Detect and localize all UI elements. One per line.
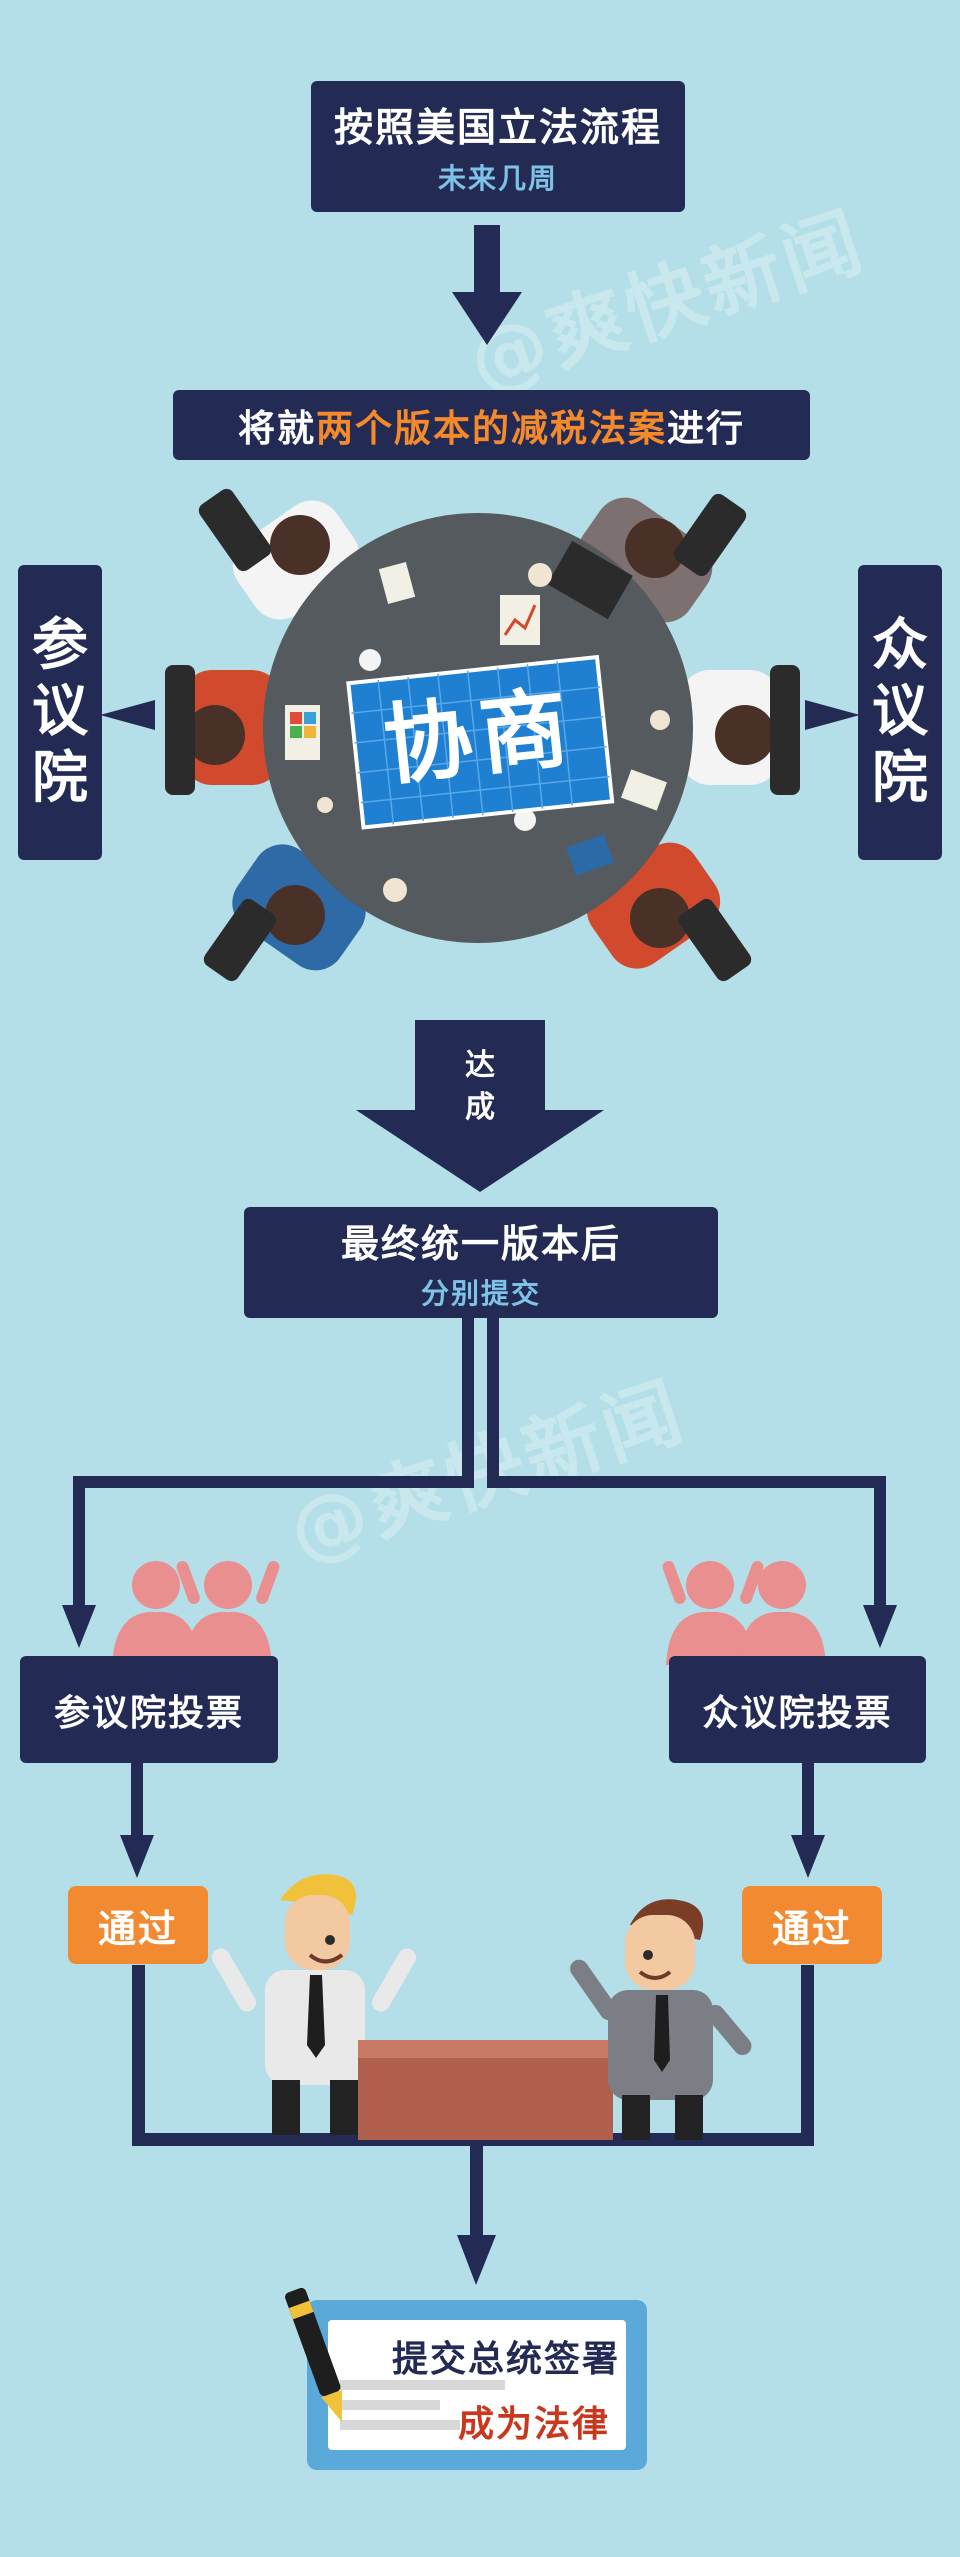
senate-vote-label: 参议院投票 bbox=[53, 1692, 244, 1734]
banner-highlight: 两个版本的减税法案 bbox=[316, 407, 667, 450]
arrow-down-pass-left bbox=[120, 1835, 154, 1878]
step-box-unified-version: 最终统一版本后 分别提交 bbox=[244, 1207, 718, 1318]
banner-suffix: 进行 bbox=[667, 407, 745, 450]
reach-label: 达 成 bbox=[440, 1045, 520, 1129]
arrow-down-1 bbox=[452, 292, 522, 345]
senate-vote-box: 参议院投票 bbox=[20, 1656, 278, 1763]
tablet-chart-icon bbox=[566, 834, 614, 876]
step-subtitle: 未来几周 bbox=[437, 161, 558, 195]
house-voters-icon bbox=[662, 1560, 826, 1665]
man-right bbox=[570, 1899, 752, 2140]
spoon-cup-icon bbox=[317, 797, 333, 813]
senate-voters-icon bbox=[112, 1560, 280, 1665]
cup-icon bbox=[359, 649, 381, 671]
coffee-cup-icon bbox=[528, 563, 552, 587]
step-title: 按照美国立法流程 bbox=[333, 105, 662, 151]
fountain-pen-icon bbox=[285, 2287, 342, 2422]
banner-prefix: 将就 bbox=[238, 407, 316, 450]
senate-char-3: 院 bbox=[32, 745, 88, 811]
senate-char-2: 议 bbox=[32, 679, 88, 745]
arrow-down-final bbox=[457, 2235, 496, 2285]
step-box-legislative-process: 按照美国立法流程 未来几周 bbox=[311, 81, 685, 212]
senate-char-1: 参 bbox=[32, 613, 88, 679]
cup-right-icon bbox=[650, 710, 670, 730]
laptop-icon bbox=[547, 540, 633, 620]
house-vote-box: 众议院投票 bbox=[669, 1656, 926, 1763]
reach-char-1: 达 bbox=[465, 1048, 495, 1083]
notepad-icon bbox=[621, 769, 667, 811]
pass-badge-house: 通过 bbox=[742, 1886, 882, 1964]
step-banner-negotiate: 将就两个版本的减税法案进行 bbox=[173, 390, 810, 460]
man-left bbox=[212, 1874, 417, 2135]
negotiator-left bbox=[165, 665, 282, 795]
house-pointer bbox=[805, 700, 860, 730]
house-side-label: 众 议 院 bbox=[858, 565, 942, 860]
final-line-2: 成为法律 bbox=[457, 2404, 610, 2445]
desk bbox=[358, 2040, 613, 2140]
arrow-down-reach bbox=[356, 1110, 604, 1192]
arrow-down-pass-right bbox=[791, 1835, 825, 1878]
step-subtitle: 分别提交 bbox=[420, 1277, 541, 1310]
senate-pointer bbox=[100, 700, 155, 730]
blueprint-plate bbox=[346, 654, 615, 830]
negotiator-right bbox=[680, 665, 800, 795]
house-char-3: 院 bbox=[872, 745, 928, 811]
document-icon bbox=[378, 561, 416, 605]
coffee-cup-bottom-icon bbox=[383, 878, 407, 902]
senate-side-label: 参 议 院 bbox=[18, 565, 102, 860]
arrow-down-senate bbox=[62, 1605, 96, 1648]
house-vote-label: 众议院投票 bbox=[702, 1692, 893, 1734]
house-char-1: 众 bbox=[872, 613, 928, 679]
chart-paper-icon bbox=[500, 595, 540, 645]
reach-char-2: 成 bbox=[465, 1090, 495, 1125]
cup-bottom-icon bbox=[514, 809, 536, 831]
arrow-down-house bbox=[863, 1605, 897, 1648]
house-char-2: 议 bbox=[872, 679, 928, 745]
pass-badge-senate: 通过 bbox=[68, 1886, 208, 1964]
final-line-1: 提交总统签署 bbox=[391, 2339, 620, 2380]
step-title: 最终统一版本后 bbox=[340, 1222, 621, 1266]
